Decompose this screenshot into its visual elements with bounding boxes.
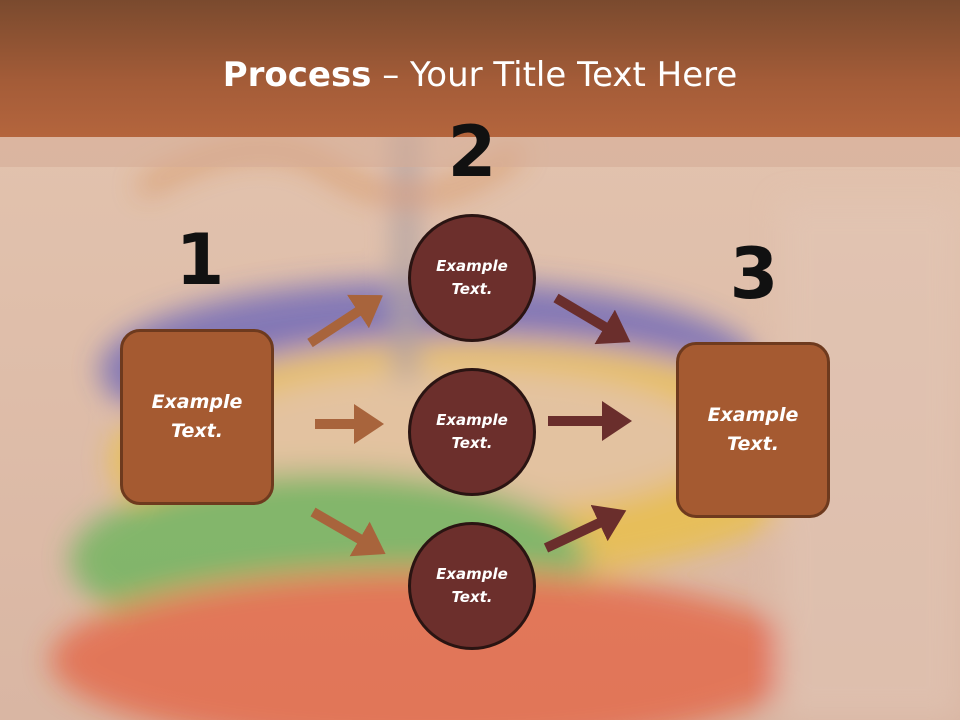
circle-bottom-line2: Text. bbox=[451, 588, 493, 606]
arrow-top-to-3 bbox=[553, 293, 631, 345]
arrow-1-to-bottom bbox=[310, 507, 386, 557]
step-number-1: 1 bbox=[175, 219, 225, 301]
arrow-bottom-to-3 bbox=[543, 504, 627, 553]
circle-bottom-line1: Example bbox=[436, 565, 508, 583]
step-number-2: 2 bbox=[447, 111, 497, 193]
step-1-line1: Example bbox=[151, 391, 243, 413]
arrow-1-to-top bbox=[307, 294, 384, 348]
slide-title: Process – Your Title Text Here bbox=[0, 52, 960, 98]
circle-top-line1: Example bbox=[436, 257, 508, 275]
title-bar bbox=[0, 0, 960, 137]
title-bold: Process bbox=[222, 55, 372, 95]
title-bar-band bbox=[0, 137, 960, 167]
step-3-line1: Example bbox=[707, 404, 799, 426]
step-1-line2: Text. bbox=[171, 420, 223, 442]
circle-middle-line1: Example bbox=[436, 411, 508, 429]
circle-top-line2: Text. bbox=[451, 280, 493, 298]
circle-middle-line2: Text. bbox=[451, 434, 493, 452]
title-rest: – Your Title Text Here bbox=[371, 55, 738, 95]
step-number-3: 3 bbox=[729, 233, 779, 315]
step-3-line2: Text. bbox=[727, 433, 779, 455]
